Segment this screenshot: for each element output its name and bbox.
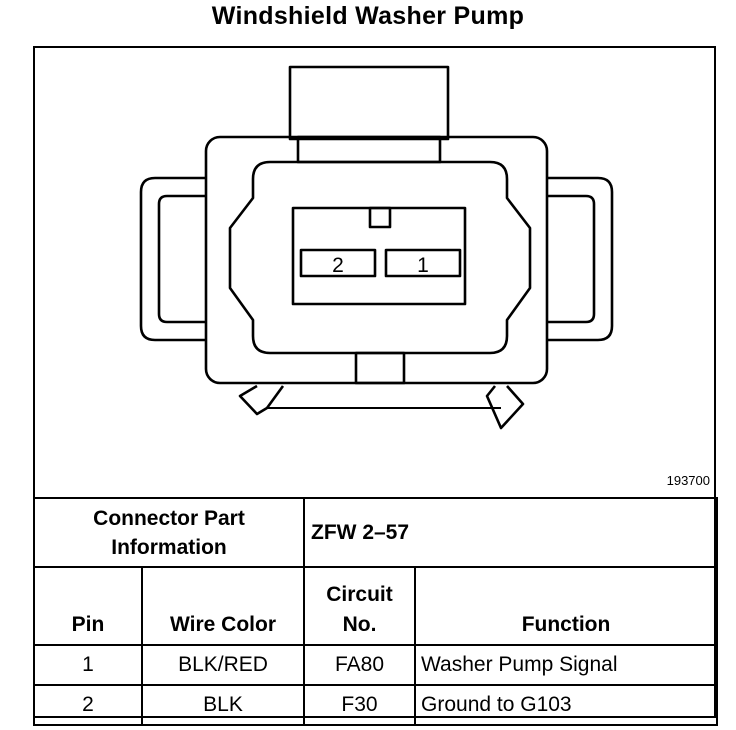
connector-table: Connector Part Information ZFW 2–57 Pin … [32, 497, 719, 726]
pin-cell: 1 [33, 644, 143, 686]
wire-color-cell: BLK/RED [140, 644, 306, 686]
top-latch [288, 65, 450, 141]
column-header-row: Pin Wire Color Circuit No. Function [33, 566, 719, 646]
right-clip [485, 385, 525, 430]
circuit-cell: FA80 [303, 644, 417, 686]
diagram-title: Windshield Washer Pump [211, 2, 525, 30]
wire-color-cell: BLK [140, 684, 306, 726]
col-header-circuit: Circuit No. [303, 566, 417, 646]
connector-face [228, 160, 532, 355]
function-cell: Ground to G103 [414, 684, 719, 726]
circuit-cell: F30 [303, 684, 417, 726]
connector-housing [204, 135, 549, 385]
figure-id: 193700 [666, 473, 710, 488]
col-header-wire-color: Wire Color [140, 566, 306, 646]
part-info-value: ZFW 2–57 [303, 497, 719, 568]
col-header-pin: Pin [33, 566, 143, 646]
left-ear [139, 176, 206, 342]
pin-cell: 2 [33, 684, 143, 726]
diagram-frame: 2 1 193700 Connector Part Information ZF… [32, 46, 719, 726]
terminal-cavity [291, 206, 467, 306]
col-header-function: Function [414, 566, 719, 646]
cavity-label-1: 1 [417, 254, 429, 277]
part-info-row: Connector Part Information ZFW 2–57 [32, 497, 719, 568]
latch-shelf [296, 135, 442, 164]
table-row: 2 BLK F30 Ground to G103 [33, 684, 719, 726]
table-row: 1 BLK/RED FA80 Washer Pump Signal [33, 644, 719, 686]
cavity-label-2: 2 [332, 254, 344, 277]
pin-1-box [384, 248, 462, 278]
key-notch [368, 206, 392, 229]
part-info-label: Connector Part Information [32, 497, 306, 568]
bottom-tab [354, 351, 406, 385]
left-clip [238, 384, 285, 416]
right-ear [547, 176, 614, 342]
function-cell: Washer Pump Signal [414, 644, 719, 686]
connector-drawing: 2 1 [139, 65, 614, 430]
pin-2-box [299, 248, 377, 278]
